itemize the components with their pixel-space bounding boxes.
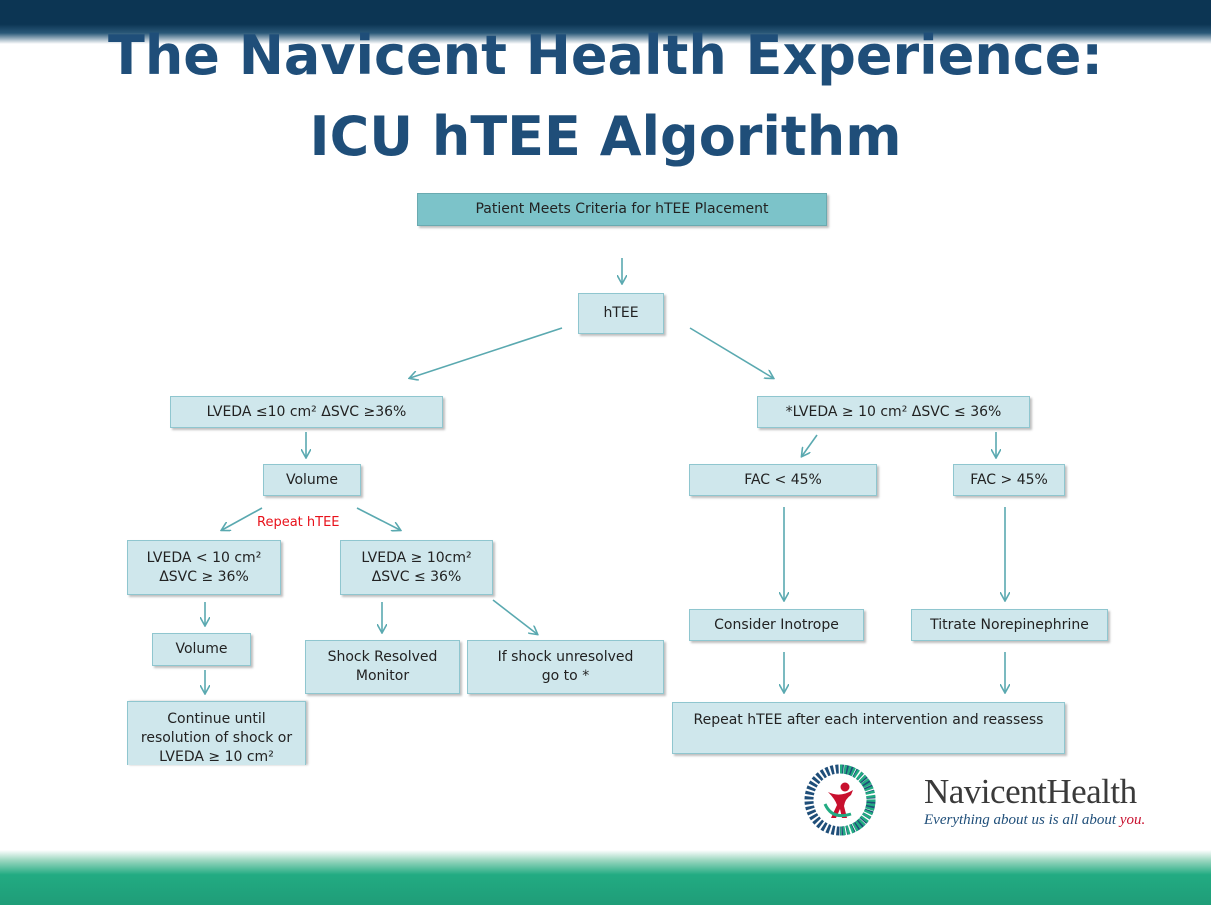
tagline-emphasis: you. [1119, 812, 1146, 828]
box-label: Volume [175, 641, 228, 657]
box-titrate-norepinephrine: Titrate Norepinephrine [911, 609, 1108, 641]
box-label: Volume [285, 471, 339, 488]
navicent-logo-icon [804, 764, 876, 836]
repeat-htee-label: Repeat hTEE [257, 515, 340, 530]
box-label: Titrate Norepinephrine [930, 616, 1089, 633]
box-repeat-htee-reassess: Repeat hTEE after each intervention and … [672, 702, 1065, 754]
box-fac-low: FAC < 45% [689, 464, 877, 496]
box-label: FAC < 45% [744, 471, 822, 488]
box-line: Continue until [167, 711, 266, 727]
box-line: Shock Resolved [327, 649, 438, 665]
bottom-banner [0, 850, 1211, 905]
box-line: Monitor [355, 668, 410, 684]
arrow-volume-to-low [222, 507, 263, 530]
box-line: LVEDA < 10 cm² [146, 549, 262, 566]
box-lveda-low: LVEDA < 10 cm² ΔSVC ≥ 36% [127, 540, 281, 595]
box-line: resolution of shock or [140, 730, 293, 746]
arrow-volume-to-high [356, 507, 400, 530]
box-right-branch: *LVEDA ≥ 10 cm² ΔSVC ≤ 36% [757, 396, 1030, 428]
slide-title-line2: ICU hTEE Algorithm [309, 105, 902, 168]
box-line: ΔSVC ≤ 36% [371, 568, 462, 585]
slide-title-line1: The Navicent Health Experience: [108, 24, 1103, 87]
box-label: LVEDA ≤10 cm² ΔSVC ≥36% [206, 403, 407, 420]
box-line: ΔSVC ≥ 36% [159, 568, 249, 585]
top-banner [0, 0, 1211, 44]
box-line: go to * [541, 668, 590, 684]
arrow-htee-to-right [689, 327, 773, 378]
box-label: Repeat hTEE after each intervention and … [693, 712, 1044, 728]
box-lveda-high: LVEDA ≥ 10cm² ΔSVC ≤ 36% [340, 540, 493, 595]
box-htee: hTEE [578, 293, 664, 334]
navicent-health-wordmark: NavicentHealth [924, 772, 1137, 811]
box-label: Consider Inotrope [714, 616, 839, 633]
tagline-text: Everything about us is all about [924, 812, 1120, 828]
navicent-tagline: Everything about us is all about you. [924, 812, 1145, 829]
box-patient-meets-criteria: Patient Meets Criteria for hTEE Placemen… [417, 193, 827, 226]
box-line: LVEDA ≥ 10cm² [361, 549, 472, 566]
box-line: If shock unresolved [497, 649, 634, 665]
box-label: hTEE [603, 305, 639, 321]
box-volume-1: Volume [263, 464, 361, 496]
arrow-htee-to-left [410, 327, 563, 378]
box-left-branch: LVEDA ≤10 cm² ΔSVC ≥36% [170, 396, 443, 428]
arrow-high-to-unresolved [492, 599, 537, 634]
box-continue-until: Continue until resolution of shock or LV… [127, 701, 306, 765]
arrow-right-to-fac-low [802, 434, 818, 456]
box-fac-high: FAC > 45% [953, 464, 1065, 496]
box-line: LVEDA ≥ 10 cm² [159, 749, 274, 765]
box-label: FAC > 45% [970, 471, 1048, 488]
box-shock-unresolved: If shock unresolved go to * [467, 640, 664, 694]
box-consider-inotrope: Consider Inotrope [689, 609, 864, 641]
box-shock-resolved: Shock Resolved Monitor [305, 640, 460, 694]
box-volume-2: Volume [152, 633, 251, 666]
box-label: *LVEDA ≥ 10 cm² ΔSVC ≤ 36% [785, 403, 1002, 420]
box-label: Patient Meets Criteria for hTEE Placemen… [475, 201, 769, 217]
